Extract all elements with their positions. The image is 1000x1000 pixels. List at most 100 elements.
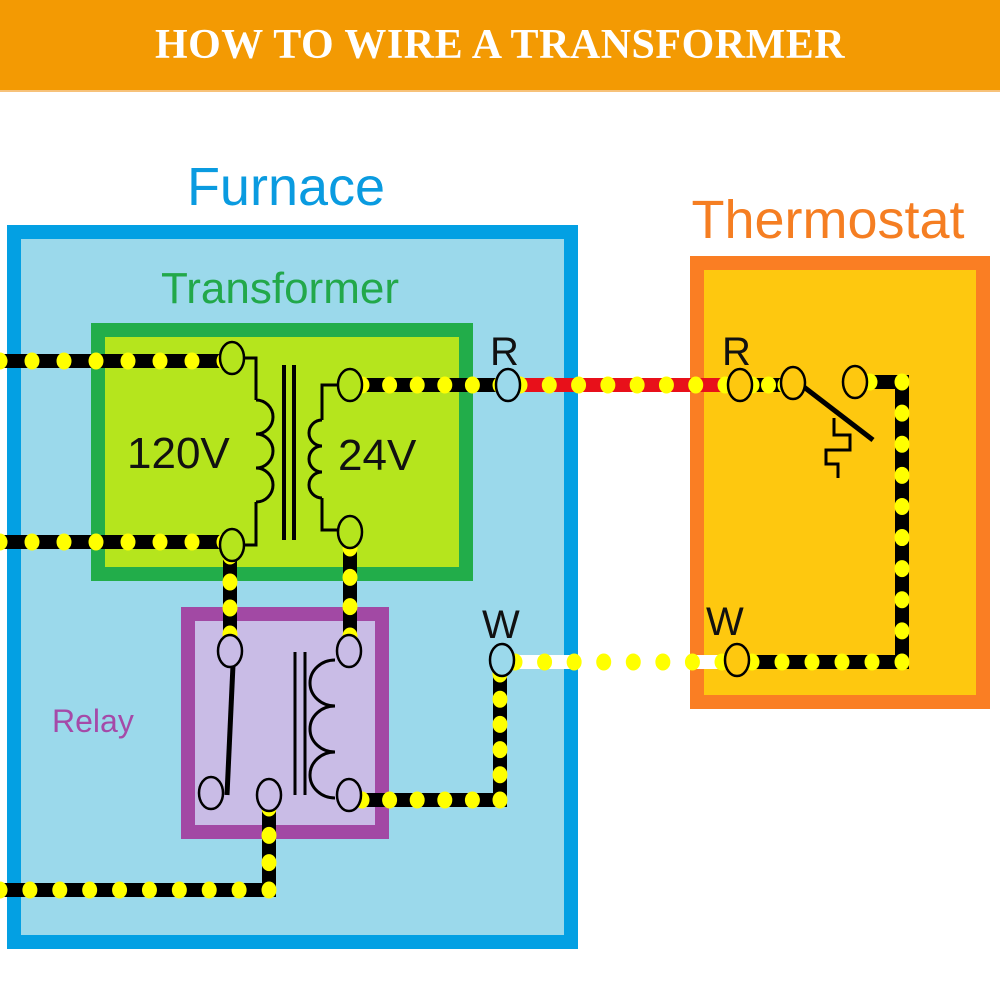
- wire-dot: [894, 435, 910, 453]
- wire-dot: [222, 573, 238, 591]
- wire-dot: [834, 653, 850, 671]
- thermostat-label: Thermostat: [691, 190, 964, 250]
- relay-switch-top-terminal: [216, 633, 244, 669]
- thermostat-r-terminal: [726, 367, 754, 403]
- r-thermostat-wire: [512, 376, 733, 394]
- wire-dot: [688, 376, 704, 394]
- wire-dot: [655, 653, 671, 671]
- line-neutral-wire: [0, 533, 232, 551]
- secondary-to-relay-wire: [342, 539, 358, 645]
- wire-dot: [894, 622, 910, 640]
- wire-dot: [629, 376, 645, 394]
- wire-dot: [464, 376, 480, 394]
- wire-dot: [492, 715, 508, 733]
- thermostat-switch-arm-icon: [798, 382, 875, 442]
- wire-dot: [201, 881, 217, 899]
- wire-dot: [261, 854, 277, 872]
- relay-switch-bottom-terminal: [197, 775, 225, 811]
- wire-dot: [222, 599, 238, 617]
- wire-dot: [864, 653, 880, 671]
- wire-dot: [0, 352, 8, 370]
- furnace-w-label: W: [482, 603, 520, 647]
- relay-coil-icon: [308, 658, 336, 800]
- bimetal-strip-icon: [824, 418, 852, 478]
- relay-coil-top-terminal: [335, 633, 363, 669]
- primary-coil-icon: [243, 356, 275, 547]
- transformer-core-icon: [282, 365, 296, 540]
- wire-dot: [184, 533, 200, 551]
- wire-dot: [804, 653, 820, 671]
- wire-dot: [437, 791, 453, 809]
- wire-dot: [600, 376, 616, 394]
- wire-dot: [894, 529, 910, 547]
- wire-dot: [22, 881, 38, 899]
- line-hot-wire: [0, 352, 232, 370]
- wire-dot: [120, 533, 136, 551]
- thermostat-switch-terminal: [779, 365, 807, 401]
- wire-dot: [658, 376, 674, 394]
- wire-dot: [82, 881, 98, 899]
- primary-voltage-label: 120V: [127, 429, 230, 478]
- wire-dot: [141, 881, 157, 899]
- wire-dot: [492, 791, 508, 809]
- wire-dot: [24, 533, 40, 551]
- wire-dot: [894, 466, 910, 484]
- diagram-title: HOW TO WIRE A TRANSFORMER: [154, 22, 846, 68]
- wire-dot: [24, 352, 40, 370]
- wire-dot: [171, 881, 187, 899]
- primary-top-terminal: [218, 340, 246, 376]
- wire-dot: [382, 791, 398, 809]
- wire-dot: [56, 352, 72, 370]
- wire-dot: [0, 881, 8, 899]
- wire-dot: [537, 653, 553, 671]
- thermostat-w-loop-wire-line: [752, 375, 909, 669]
- primary-bottom-terminal: [218, 527, 246, 563]
- thermostat-w-terminal: [723, 642, 751, 678]
- wire-dot: [492, 690, 508, 708]
- wire-dot: [56, 533, 72, 551]
- relay-to-load-wire: [0, 799, 277, 899]
- wire-dot: [0, 533, 8, 551]
- secondary-coil-icon: [307, 383, 340, 532]
- wire-dot: [761, 376, 776, 394]
- wire-dot: [382, 376, 398, 394]
- furnace-w-terminal: [488, 642, 516, 678]
- wire-dot: [894, 591, 910, 609]
- wire-dot: [571, 376, 587, 394]
- wire-dot: [409, 791, 425, 809]
- wire-dot: [566, 653, 582, 671]
- wire-dot: [684, 653, 700, 671]
- wire-dot: [464, 791, 480, 809]
- relay-label: Relay: [52, 703, 134, 739]
- furnace-label: Furnace: [187, 157, 385, 217]
- wire-dot: [596, 653, 612, 671]
- relay-core-icon: [293, 652, 307, 795]
- furnace-r-terminal: [494, 367, 522, 403]
- wire-dot: [894, 653, 910, 671]
- title-banner: HOW TO WIRE A TRANSFORMER: [0, 0, 1000, 92]
- furnace-r-label: R: [490, 330, 519, 374]
- wire-dot: [894, 404, 910, 422]
- thermostat-w-label: W: [706, 600, 744, 644]
- secondary-top-terminal: [336, 367, 364, 403]
- thermostat-r-label: R: [722, 330, 751, 374]
- wire-dot: [894, 373, 910, 391]
- wire-dot: [120, 352, 136, 370]
- wire-dot: [492, 741, 508, 759]
- wire-dot: [52, 881, 68, 899]
- relay-load-terminal: [255, 777, 283, 813]
- secondary-voltage-label: 24V: [338, 431, 417, 480]
- wire-dot: [88, 533, 104, 551]
- wire-dot: [437, 376, 453, 394]
- wire-dot: [231, 881, 247, 899]
- relay-coil-bottom-terminal: [335, 777, 363, 813]
- thermostat-box: [690, 256, 990, 709]
- wire-dot: [152, 533, 168, 551]
- w-thermostat-wire: [507, 653, 730, 671]
- wire-dot: [409, 376, 425, 394]
- thermostat-contact-terminal: [841, 364, 869, 400]
- thermostat-w-loop-wire: [744, 373, 910, 671]
- wire-dot: [894, 560, 910, 578]
- wire-dot: [261, 881, 277, 899]
